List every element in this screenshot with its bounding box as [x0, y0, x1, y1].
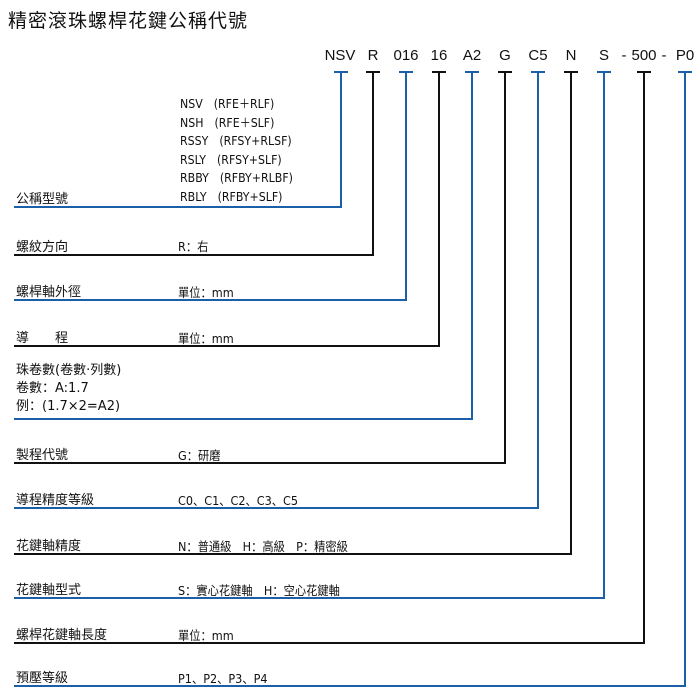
code-s: S [598, 47, 610, 64]
label-spline-accuracy: 花鍵軸精度 [16, 539, 82, 554]
circuits-turns: 卷數：A:1.7 [16, 381, 89, 396]
code-16: 16 [430, 47, 448, 64]
value-thread-direction: R：右 [178, 239, 209, 254]
connector-circuits [14, 71, 479, 420]
connector-preload [14, 71, 692, 687]
connector-thread-direction [14, 71, 380, 256]
label-shaft-length: 螺桿花鍵軸長度 [16, 628, 108, 643]
code-n: N [565, 47, 577, 64]
label-preload: 預壓等級 [16, 671, 69, 686]
connector-process-code [14, 71, 512, 464]
label-shaft-diameter: 螺桿軸外徑 [16, 285, 82, 300]
model-item: RBBY (RFBY+RLBF) [180, 170, 293, 185]
connector-spline-type [14, 71, 611, 599]
value-spline-type: S：實心花鍵軸 H：空心花鍵軸 [178, 583, 340, 598]
value-shaft-diameter: 單位：mm [178, 285, 234, 300]
diagram-title: 精密滾珠螺桿花鍵公稱代號 [8, 10, 249, 32]
circuits-example: 例：(1.7×2=A2) [16, 399, 121, 414]
code-dash: - [621, 47, 627, 64]
label-spline-type: 花鍵軸型式 [16, 583, 82, 598]
label-lead-accuracy: 導程精度等級 [16, 493, 95, 508]
value-spline-accuracy: N：普通級 H：高級 P：精密級 [178, 539, 348, 554]
model-item: NSV (RFE＋RLF) [180, 96, 275, 111]
code-g: G [499, 47, 511, 64]
connector-spline-accuracy [14, 71, 578, 555]
connector-lead-accuracy [14, 71, 545, 509]
code-r: R [367, 47, 379, 64]
code-c5: C5 [528, 47, 548, 64]
value-lead: 單位：mm [178, 331, 234, 346]
label-model: 公稱型號 [16, 192, 69, 207]
code-500: 500 [631, 47, 657, 64]
label-lead: 導 程 [16, 331, 69, 346]
code-016: 016 [393, 47, 419, 64]
circuits-title: 珠卷數(卷數·列數) [16, 363, 122, 378]
label-process-code: 製程代號 [16, 448, 69, 463]
label-thread-direction: 螺紋方向 [16, 240, 69, 255]
code-p0: P0 [675, 47, 695, 64]
code-dash: - [661, 47, 667, 64]
connector-lead [14, 71, 446, 347]
value-process-code: G：研磨 [178, 448, 221, 463]
code-a2: A2 [462, 47, 482, 64]
value-lead-accuracy: C0、C1、C2、C3、C5 [178, 493, 299, 508]
model-item: RBLY (RFBY+SLF) [180, 188, 283, 204]
model-list: NSV (RFE＋RLF) NSH (RFE＋SLF) RSSY (RFSY+R… [180, 95, 293, 206]
code-nsv: NSV [324, 47, 356, 64]
value-shaft-length: 單位：mm [178, 628, 234, 643]
connector-model [14, 71, 348, 208]
label-circuits: 珠卷數(卷數·列數) 卷數：A:1.7 例：(1.7×2=A2) [16, 362, 121, 416]
model-item: RSSY (RFSY+RLSF) [180, 133, 292, 148]
connector-shaft-diameter [14, 71, 413, 301]
model-item: RSLY (RFSY+SLF) [180, 151, 282, 167]
model-item: NSH (RFE＋SLF) [180, 114, 275, 130]
value-preload: P1、P2、P3、P4 [178, 671, 268, 686]
connector-shaft-length [14, 71, 651, 644]
